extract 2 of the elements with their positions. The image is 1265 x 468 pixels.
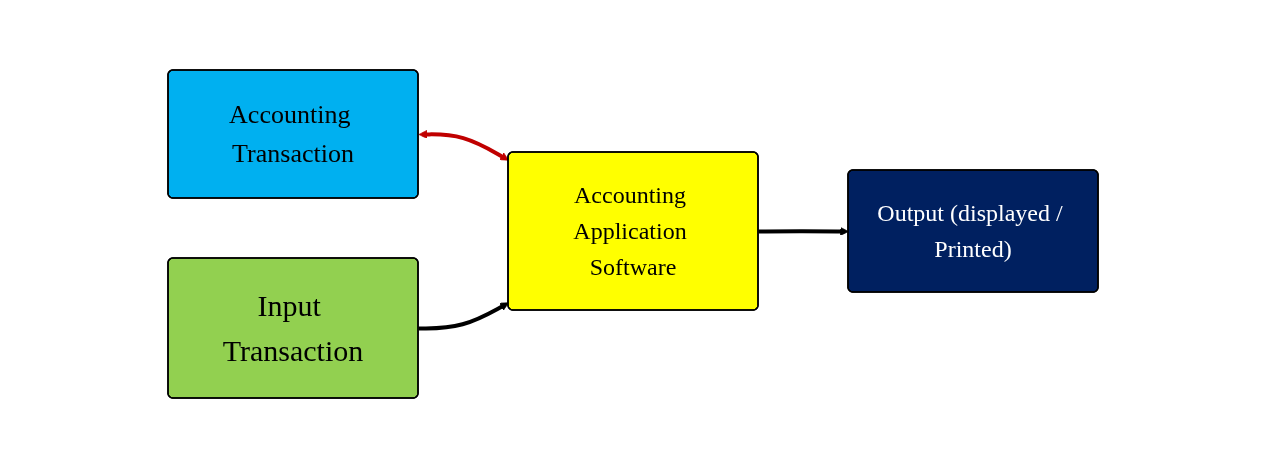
arrow <box>418 130 509 161</box>
arrow <box>417 302 509 331</box>
